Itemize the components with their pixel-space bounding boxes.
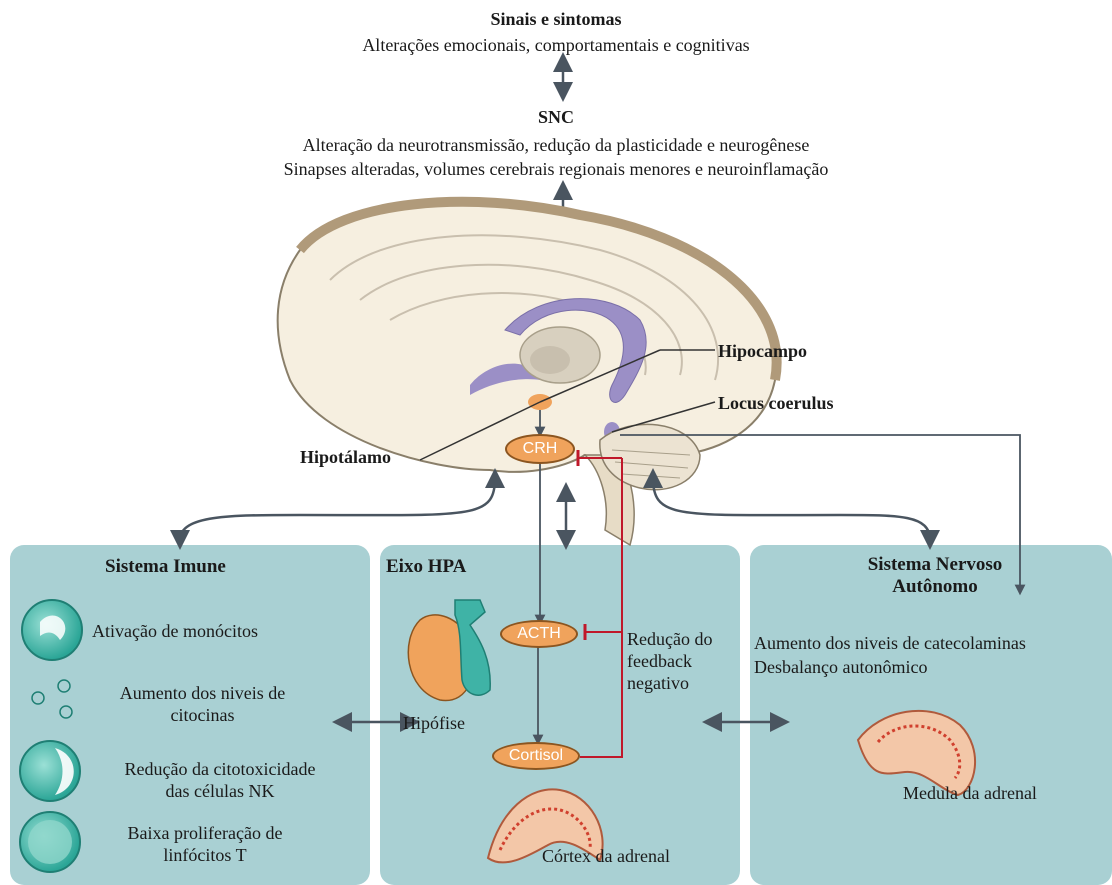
adrenal-cortex-label: Córtex da adrenal	[542, 845, 670, 867]
hippocampus-label: Hipocampo	[718, 340, 807, 362]
symptoms-subtitle: Alterações emocionais, comportamentais e…	[0, 34, 1112, 56]
acth-node: ACTH	[500, 620, 578, 648]
hypothalamus-label: Hipotálamo	[300, 446, 391, 468]
cns-line-1: Alteração da neurotransmissão, redução d…	[0, 134, 1112, 156]
immune-item-tcell: Baixa proliferação de linfócitos T	[90, 822, 320, 866]
ans-line-1: Aumento dos niveis de catecolaminas	[754, 632, 1026, 654]
cns-title: SNC	[0, 106, 1112, 128]
ans-line-2: Desbalanço autonômico	[754, 656, 927, 678]
immune-title: Sistema Imune	[105, 556, 226, 578]
ans-title: Sistema Nervoso Autônomo	[800, 554, 1070, 598]
nk-cell-icon	[20, 741, 80, 801]
brain-illustration	[278, 202, 777, 545]
locus-coeruleus-label: Locus coerulus	[718, 392, 834, 414]
symptoms-title: Sinais e sintomas	[0, 8, 1112, 30]
feedback-label: Redução do feedback negativo	[627, 628, 712, 694]
pituitary-label: Hipófise	[403, 712, 465, 734]
t-cell-icon	[20, 812, 80, 872]
hpa-title: Eixo HPA	[386, 556, 466, 578]
adrenal-medulla-label: Medula da adrenal	[903, 782, 1037, 804]
immune-item-cytokines: Aumento dos niveis de citocinas	[80, 682, 325, 726]
cns-line-2: Sinapses alteradas, volumes cerebrais re…	[0, 158, 1112, 180]
immune-item-monocytes: Ativação de monócitos	[92, 620, 258, 642]
cortisol-node: Cortisol	[492, 742, 580, 770]
pituitary-icon	[408, 600, 490, 700]
immune-item-nk: Redução da citotoxicidade das células NK	[90, 758, 350, 802]
crh-node: CRH	[505, 434, 575, 464]
cytokine-icon	[32, 680, 72, 718]
monocyte-icon	[22, 600, 82, 660]
